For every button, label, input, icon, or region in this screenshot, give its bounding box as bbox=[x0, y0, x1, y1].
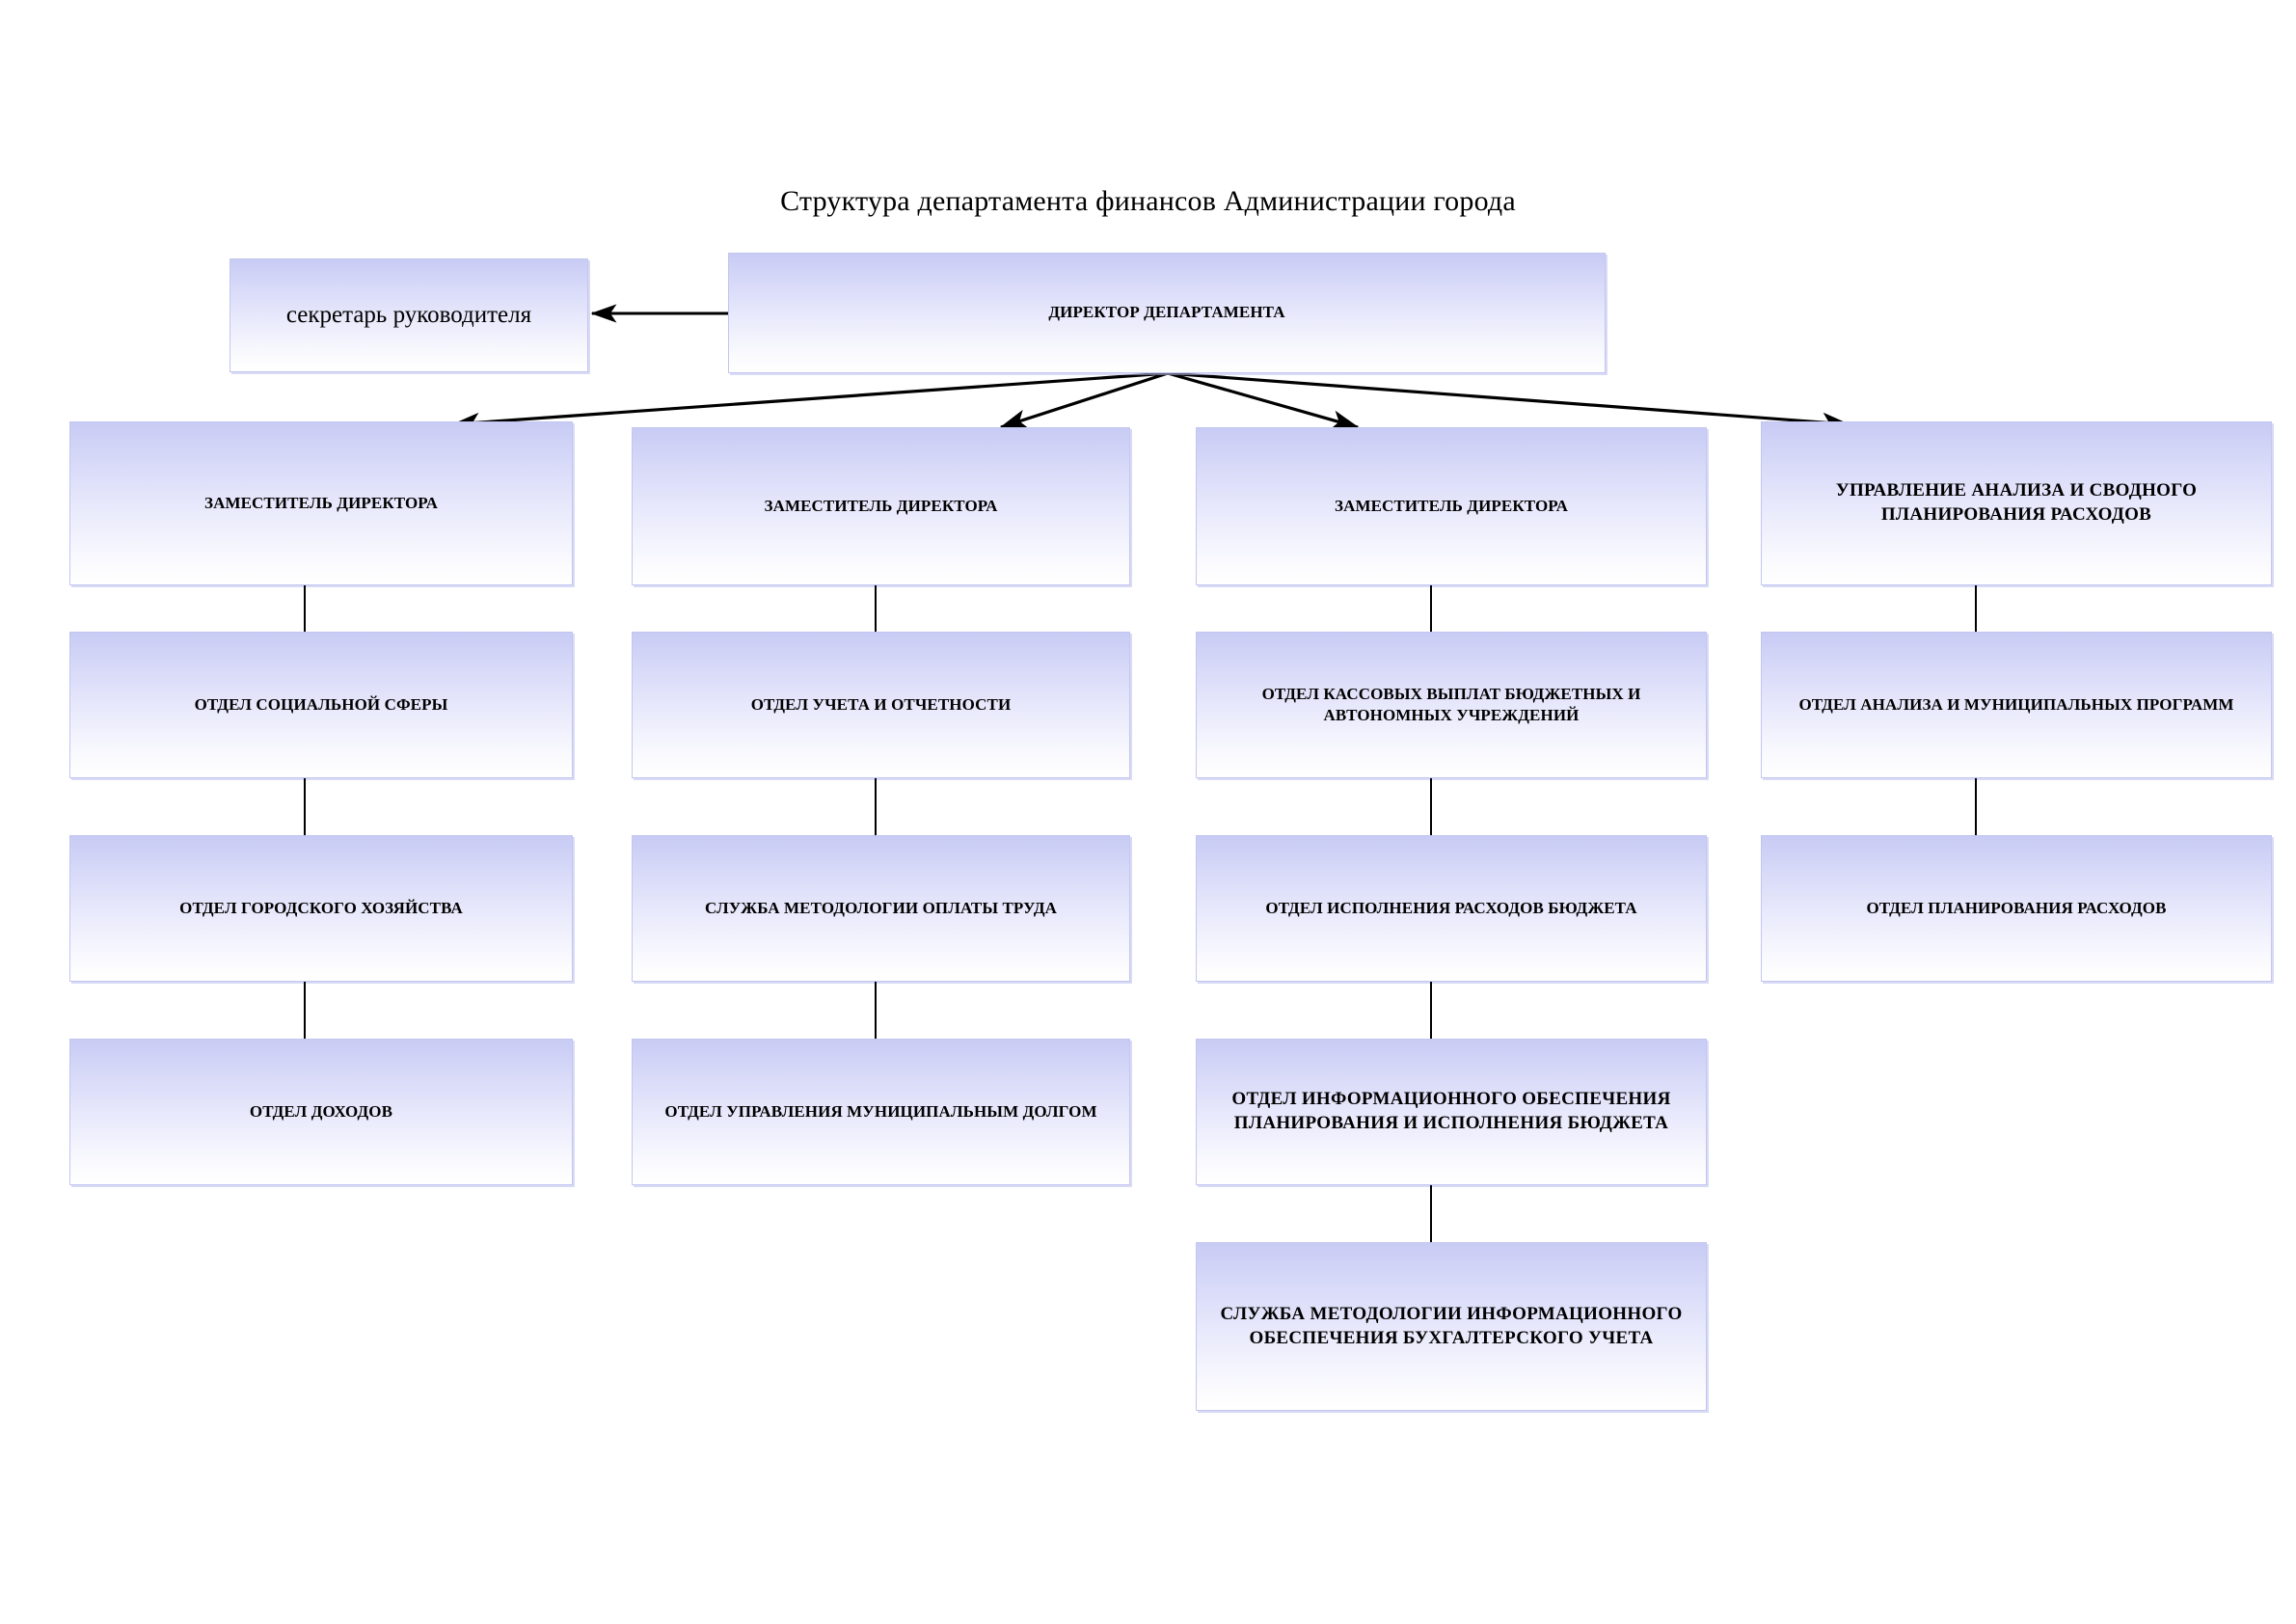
connector-col3-r4-r5 bbox=[1430, 982, 1432, 1039]
node-col3-accounting-methodology[interactable]: СЛУЖБА МЕТОДОЛОГИИ ИНФОРМАЦИОННОГО ОБЕСП… bbox=[1196, 1242, 1707, 1411]
arrow-director-to-deputy-3 bbox=[1167, 371, 1360, 430]
node-col2-accounting-reporting-label: ОТДЕЛ УЧЕТА И ОТЧЕТНОСТИ bbox=[750, 694, 1012, 714]
node-director-label: ДИРЕКТОР ДЕПАРТАМЕНТА bbox=[1048, 303, 1285, 322]
node-secretary-label: секретарь руководителя bbox=[285, 301, 532, 328]
node-deputy-1-label: ЗАМЕСТИТЕЛЬ ДИРЕКТОРА bbox=[204, 493, 438, 512]
connector-col1-r3-r4 bbox=[304, 778, 306, 835]
arrow-director-to-analysis-dept bbox=[1167, 371, 1850, 433]
page-title: Структура департамента финансов Админист… bbox=[780, 185, 1516, 217]
node-col1-city-economy[interactable]: ОТДЕЛ ГОРОДСКОГО ХОЗЯЙСТВА bbox=[69, 835, 573, 982]
node-deputy-1[interactable]: ЗАМЕСТИТЕЛЬ ДИРЕКТОРА bbox=[69, 421, 573, 585]
connector-col3-r2-r3 bbox=[1430, 585, 1432, 632]
arrow-director-to-deputy-1 bbox=[451, 371, 1169, 433]
node-col2-payroll-methodology[interactable]: СЛУЖБА МЕТОДОЛОГИИ ОПЛАТЫ ТРУДА bbox=[632, 835, 1130, 982]
node-secretary[interactable]: секретарь руководителя bbox=[230, 258, 588, 372]
node-col1-revenue-label: ОТДЕЛ ДОХОДОВ bbox=[249, 1101, 393, 1121]
node-deputy-2[interactable]: ЗАМЕСТИТЕЛЬ ДИРЕКТОРА bbox=[632, 427, 1130, 585]
node-analysis-department[interactable]: УПРАВЛЕНИЕ АНАЛИЗА И СВОДНОГО ПЛАНИРОВАН… bbox=[1761, 421, 2272, 585]
node-col3-budget-expenditure-label: ОТДЕЛ ИСПОЛНЕНИЯ РАСХОДОВ БЮДЖЕТА bbox=[1265, 898, 1637, 917]
node-col3-accounting-methodology-label: СЛУЖБА МЕТОДОЛОГИИ ИНФОРМАЦИОННОГО ОБЕСП… bbox=[1220, 1303, 1683, 1348]
node-col2-payroll-methodology-label: СЛУЖБА МЕТОДОЛОГИИ ОПЛАТЫ ТРУДА bbox=[704, 898, 1057, 917]
node-analysis-department-label: УПРАВЛЕНИЕ АНАЛИЗА И СВОДНОГО ПЛАНИРОВАН… bbox=[1835, 480, 2198, 525]
connector-col2-r4-r5 bbox=[875, 982, 877, 1039]
node-col3-budget-expenditure[interactable]: ОТДЕЛ ИСПОЛНЕНИЯ РАСХОДОВ БЮДЖЕТА bbox=[1196, 835, 1707, 982]
connector-col4-r2-r3 bbox=[1975, 585, 1977, 632]
node-col2-municipal-debt-label: ОТДЕЛ УПРАВЛЕНИЯ МУНИЦИПАЛЬНЫМ ДОЛГОМ bbox=[664, 1101, 1097, 1121]
node-col1-social-sphere[interactable]: ОТДЕЛ СОЦИАЛЬНОЙ СФЕРЫ bbox=[69, 632, 573, 778]
connector-col3-r5-r6 bbox=[1430, 1185, 1432, 1242]
node-col1-social-sphere-label: ОТДЕЛ СОЦИАЛЬНОЙ СФЕРЫ bbox=[194, 694, 448, 714]
node-col3-cash-payments-label: ОТДЕЛ КАССОВЫХ ВЫПЛАТ БЮДЖЕТНЫХ И АВТОНО… bbox=[1261, 684, 1641, 724]
node-deputy-3[interactable]: ЗАМЕСТИТЕЛЬ ДИРЕКТОРА bbox=[1196, 427, 1707, 585]
node-col4-analysis-programs-label: ОТДЕЛ АНАЛИЗА И МУНИЦИПАЛЬНЫХ ПРОГРАММ bbox=[1798, 694, 2234, 714]
connector-col1-r2-r3 bbox=[304, 585, 306, 632]
connector-col2-r3-r4 bbox=[875, 778, 877, 835]
node-col1-city-economy-label: ОТДЕЛ ГОРОДСКОГО ХОЗЯЙСТВА bbox=[179, 898, 463, 917]
node-col3-cash-payments[interactable]: ОТДЕЛ КАССОВЫХ ВЫПЛАТ БЮДЖЕТНЫХ И АВТОНО… bbox=[1196, 632, 1707, 778]
node-col4-expenditure-planning[interactable]: ОТДЕЛ ПЛАНИРОВАНИЯ РАСХОДОВ bbox=[1761, 835, 2272, 982]
arrow-director-to-deputy-2 bbox=[999, 371, 1169, 429]
node-col4-expenditure-planning-label: ОТДЕЛ ПЛАНИРОВАНИЯ РАСХОДОВ bbox=[1866, 898, 2167, 917]
connector-col3-r3-r4 bbox=[1430, 778, 1432, 835]
node-director[interactable]: ДИРЕКТОР ДЕПАРТАМЕНТА bbox=[728, 253, 1606, 373]
connector-col1-r4-r5 bbox=[304, 982, 306, 1039]
connector-col4-r3-r4 bbox=[1975, 778, 1977, 835]
node-col3-information-support-label: ОТДЕЛ ИНФОРМАЦИОННОГО ОБЕСПЕЧЕНИЯ ПЛАНИР… bbox=[1231, 1089, 1671, 1133]
node-col4-analysis-programs[interactable]: ОТДЕЛ АНАЛИЗА И МУНИЦИПАЛЬНЫХ ПРОГРАММ bbox=[1761, 632, 2272, 778]
node-deputy-3-label: ЗАМЕСТИТЕЛЬ ДИРЕКТОРА bbox=[1335, 496, 1568, 515]
node-col1-revenue[interactable]: ОТДЕЛ ДОХОДОВ bbox=[69, 1039, 573, 1185]
connector-col2-r2-r3 bbox=[875, 585, 877, 632]
node-deputy-2-label: ЗАМЕСТИТЕЛЬ ДИРЕКТОРА bbox=[764, 496, 998, 515]
node-col2-municipal-debt[interactable]: ОТДЕЛ УПРАВЛЕНИЯ МУНИЦИПАЛЬНЫМ ДОЛГОМ bbox=[632, 1039, 1130, 1185]
node-col3-information-support[interactable]: ОТДЕЛ ИНФОРМАЦИОННОГО ОБЕСПЕЧЕНИЯ ПЛАНИР… bbox=[1196, 1039, 1707, 1185]
node-col2-accounting-reporting[interactable]: ОТДЕЛ УЧЕТА И ОТЧЕТНОСТИ bbox=[632, 632, 1130, 778]
